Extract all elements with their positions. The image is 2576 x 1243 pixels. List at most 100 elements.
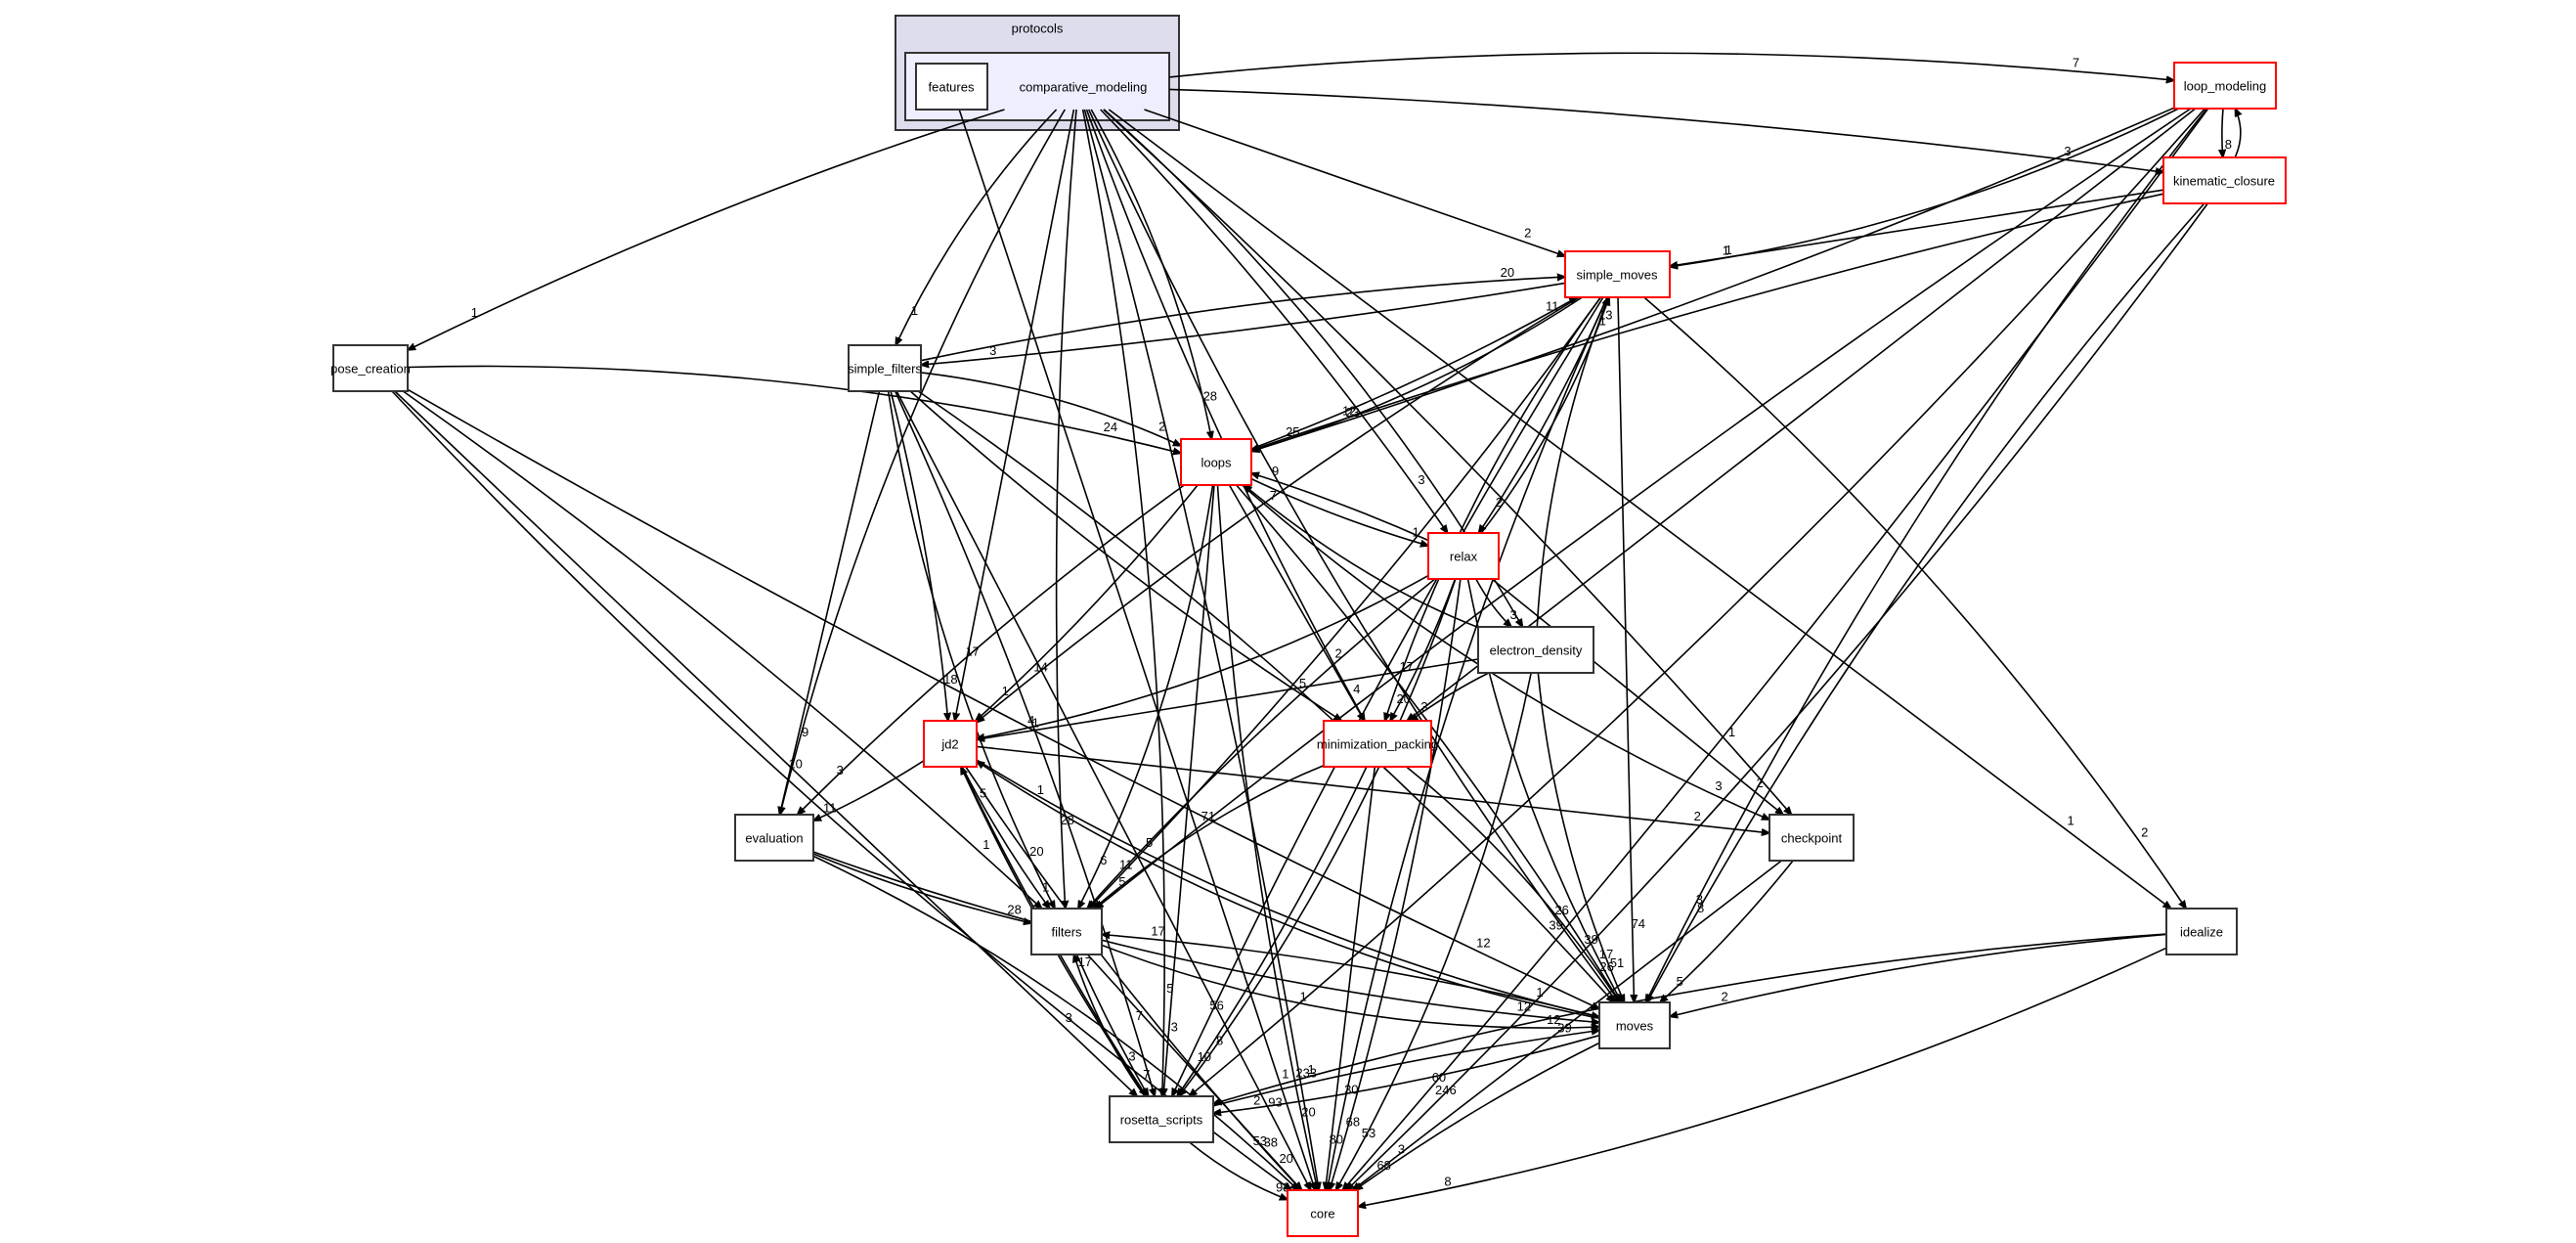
node-idealize[interactable]: idealize <box>2165 908 2238 955</box>
edge-comparative_modeling-to-relax[interactable] <box>1100 109 1448 533</box>
edge-evaluation-to-filters[interactable] <box>812 853 1031 923</box>
edge-comparative_modeling-to-simple_moves[interactable] <box>1144 109 1566 256</box>
edge-label-simple_filters-to-rosetta_scripts[interactable]: 7 <box>1136 1008 1143 1023</box>
edge-label-comparative_modeling-to-moves[interactable]: 26 <box>1554 903 1568 917</box>
edge-label-simple_filters-to-filters[interactable]: 20 <box>1029 844 1043 859</box>
edge-simple_moves-to-filters[interactable] <box>1089 296 1602 909</box>
edge-label-comparative_modeling-to-checkpoint[interactable]: 1 <box>1728 725 1735 739</box>
edge-label-moves-to-core[interactable]: 68 <box>1376 1158 1390 1173</box>
edge-label-kinematic_closure-to-core[interactable]: 246 <box>1435 1083 1457 1097</box>
edge-relax-to-jd2[interactable] <box>977 574 1429 739</box>
edge-simple_moves-to-minimization_packing[interactable] <box>1385 296 1601 721</box>
edge-label-jd2-to-checkpoint[interactable]: 2 <box>1694 809 1701 823</box>
edge-minimization_packing-to-core[interactable] <box>1326 766 1376 1190</box>
edge-label-loops-to-relax[interactable]: 1 <box>1413 524 1419 539</box>
edge-label-pose_creation-to-loops[interactable]: 24 <box>1104 420 1117 434</box>
edge-loops-to-minimization_packing[interactable] <box>1228 484 1365 721</box>
edge-label-idealize-to-rosetta_scripts[interactable]: 1 <box>1307 1062 1314 1077</box>
edge-simple_filters-to-evaluation[interactable] <box>780 390 881 815</box>
edge-comparative_modeling-to-jd2[interactable] <box>955 109 1075 721</box>
edge-simple_filters-to-filters[interactable] <box>887 390 1055 909</box>
edge-loops-to-rosetta_scripts[interactable] <box>1163 484 1215 1096</box>
edge-simple_filters-to-loops[interactable] <box>920 372 1181 446</box>
edge-comparative_modeling-to-kinematic_closure[interactable] <box>1168 88 2163 172</box>
edge-label-comparative_modeling-to-loop_modeling[interactable]: 7 <box>2073 55 2079 69</box>
node-loops[interactable]: loops <box>1180 438 1252 486</box>
node-evaluation[interactable]: evaluation <box>734 814 814 862</box>
edge-label-simple_filters-to-core[interactable]: 93 <box>1268 1094 1282 1109</box>
edge-label-relax-to-jd2[interactable]: 4 <box>1027 713 1034 728</box>
edge-label-electron_density-to-moves[interactable]: 51 <box>1610 955 1624 970</box>
edge-label-filters-to-core[interactable]: 20 <box>1279 1151 1292 1166</box>
edge-label-simple_filters-to-simple_moves[interactable]: 20 <box>1501 265 1514 280</box>
edge-label-comparative_modeling-to-filters[interactable]: 28 <box>1060 813 1073 827</box>
node-jd2[interactable]: jd2 <box>923 720 978 768</box>
edge-jd2-to-moves[interactable] <box>976 759 1599 1017</box>
edge-pose_creation-to-moves[interactable] <box>407 388 1599 1008</box>
edge-electron_density-to-jd2[interactable] <box>977 658 1479 739</box>
edge-minimization_packing-to-filters[interactable] <box>1094 765 1325 909</box>
edge-simple_moves-to-jd2[interactable] <box>977 296 1580 723</box>
edge-label-relax-to-filters[interactable]: 11 <box>1119 857 1133 871</box>
edge-label-loops-to-jd2[interactable]: 1 <box>1002 684 1009 698</box>
edge-label-comparative_modeling-to-kinematic_closure[interactable]: 3 <box>2064 144 2071 158</box>
node-core[interactable]: core <box>1287 1189 1359 1237</box>
edge-kinematic_closure-to-simple_moves[interactable] <box>1670 189 2164 266</box>
edge-label-idealize-to-moves[interactable]: 2 <box>1721 990 1727 1004</box>
edge-loop_modeling-to-simple_moves[interactable] <box>1670 108 2179 267</box>
node-moves[interactable]: moves <box>1598 1001 1671 1049</box>
edge-comparative_modeling-to-idealize[interactable] <box>1108 109 2170 909</box>
edge-loop_modeling-to-loops[interactable] <box>1251 107 2175 451</box>
edge-relax-to-rosetta_scripts[interactable] <box>1179 578 1457 1096</box>
edge-simple_moves-to-simple_filters[interactable] <box>921 282 1566 365</box>
edge-rosetta_scripts-to-core[interactable] <box>1189 1141 1288 1200</box>
edge-label-rosetta_scripts-to-filters[interactable]: 17 <box>1078 954 1092 969</box>
edge-loops-to-evaluation[interactable] <box>798 484 1185 815</box>
edge-label-electron_density-to-minimization_packing[interactable]: 3 <box>1420 699 1427 714</box>
edge-label-jd2-to-moves[interactable]: 1 <box>1536 985 1543 999</box>
node-simple-filters[interactable]: simple_filters <box>848 344 922 392</box>
edge-loop_modeling-to-filters[interactable] <box>1096 108 2192 909</box>
edge-comparative_modeling-to-core[interactable] <box>1083 109 1319 1190</box>
edge-loops-to-filters[interactable] <box>1078 484 1214 909</box>
edge-comparative_modeling-to-pose_creation[interactable] <box>408 109 1005 350</box>
edge-comparative_modeling-to-evaluation[interactable] <box>780 109 1066 815</box>
edge-simple_moves-to-moves[interactable] <box>1617 296 1635 1002</box>
edge-electron_density-to-simple_moves[interactable] <box>1536 297 1608 628</box>
edge-label-simple_moves-to-relax[interactable]: 2 <box>1496 495 1503 510</box>
edge-label-relax-to-rosetta_scripts[interactable]: 8 <box>1216 1034 1223 1048</box>
edge-label-relax-to-checkpoint[interactable]: 2 <box>1757 776 1764 790</box>
edge-label-filters-to-rosetta_scripts[interactable]: 7 <box>1143 1067 1150 1082</box>
edge-comparative_modeling-to-moves[interactable] <box>1087 109 1618 1002</box>
edge-simple_filters-to-moves[interactable] <box>917 390 1614 1002</box>
edge-idealize-to-rosetta_scripts[interactable] <box>1213 933 2167 1104</box>
edge-loops-to-simple_moves[interactable] <box>1250 297 1577 450</box>
edge-label-moves-to-rosetta_scripts[interactable]: 2 <box>1253 1093 1260 1108</box>
edge-jd2-to-evaluation[interactable] <box>813 760 925 821</box>
edge-pose_creation-to-core[interactable] <box>391 390 1291 1190</box>
edge-label-rosetta_scripts-to-jd2[interactable]: 5 <box>980 785 986 800</box>
edge-filters-to-core[interactable] <box>1086 954 1301 1190</box>
edge-label-simple_moves-to-loops[interactable]: 25 <box>1286 424 1299 439</box>
node-kinematic-closure[interactable]: kinematic_closure <box>2162 156 2287 204</box>
edge-label-simple_moves-to-jd2[interactable]: 14 <box>1033 660 1047 675</box>
edge-relax-to-electron_density[interactable] <box>1475 578 1511 627</box>
edge-electron_density-to-moves[interactable] <box>1537 672 1624 1002</box>
node-electron-density[interactable]: electron_density <box>1477 626 1594 674</box>
edge-label-evaluation-to-filters[interactable]: 28 <box>1007 902 1021 916</box>
edge-simple_filters-to-rosetta_scripts[interactable] <box>894 390 1155 1096</box>
edge-label-relax-to-loops[interactable]: 9 <box>1272 464 1279 478</box>
edge-rosetta_scripts-to-moves[interactable] <box>1212 1031 1599 1107</box>
edge-label-relax-to-simple_moves[interactable]: 13 <box>1598 307 1612 322</box>
edge-label-checkpoint-to-moves[interactable]: 5 <box>1677 974 1683 989</box>
edge-label-pose_creation-to-filters[interactable]: 1 <box>982 837 989 852</box>
node-filters[interactable]: filters <box>1030 908 1103 955</box>
edge-label-comparative_modeling-to-loops[interactable]: 28 <box>1203 388 1217 403</box>
edge-label-comparative_modeling-to-pose_creation[interactable]: 1 <box>471 305 478 320</box>
edge-label-loop_modeling-to-filters[interactable]: 71 <box>1201 809 1215 823</box>
node-pose-creation[interactable]: pose_creation <box>330 344 411 392</box>
edge-label-comparative_modeling-to-simple_moves[interactable]: 2 <box>1524 225 1531 240</box>
edge-filters-to-rosetta_scripts[interactable] <box>1075 954 1148 1096</box>
node-loop-modeling[interactable]: loop_modeling <box>2173 62 2277 110</box>
edge-label-comparative_modeling-to-jd2[interactable]: 17 <box>966 644 980 659</box>
